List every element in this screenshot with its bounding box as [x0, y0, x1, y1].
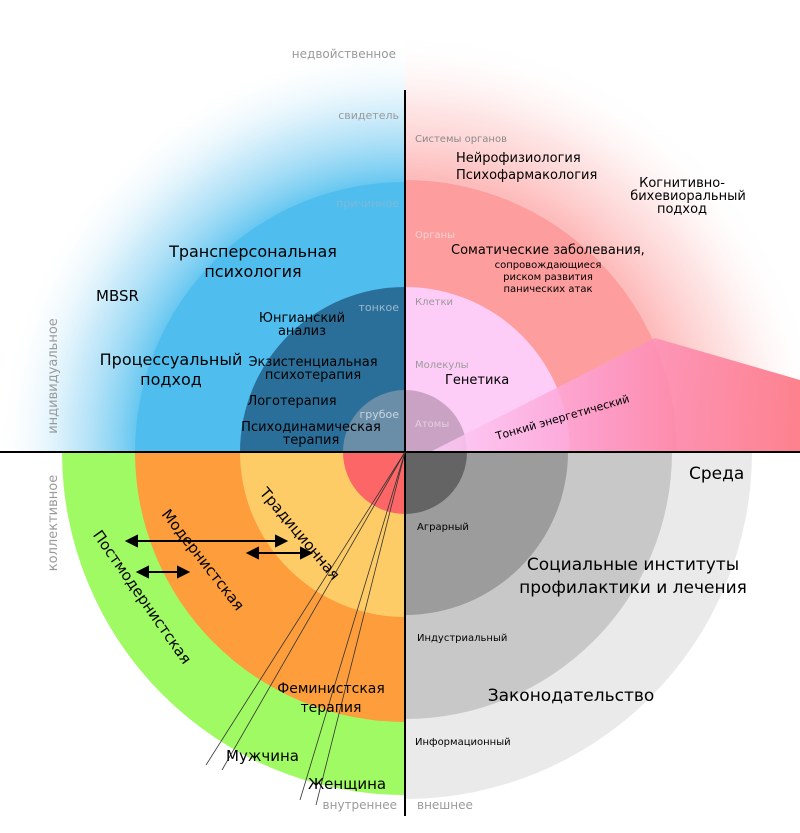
man-line-2 [221, 451, 406, 771]
level-organs: Органы [415, 230, 455, 241]
man-label: Мужчина [226, 747, 299, 765]
modernist-arrow [124, 534, 289, 548]
social-line-1: Социальные институты [527, 555, 739, 575]
industrial-label: Индустриальный [417, 633, 507, 644]
legislation-label: Законодательство [488, 686, 655, 706]
postmodernist-arrow [135, 565, 191, 579]
level-witness: свидетель [338, 109, 399, 122]
cbt-line-3: подход [657, 202, 707, 217]
jungian-line-1: Юнгианский [259, 311, 345, 326]
subtle-energy-strip [430, 338, 800, 452]
somatic-sub-3: панических атак [503, 284, 592, 295]
transpersonal-line-2: психология [204, 262, 301, 281]
level-molecules: Молекулы [415, 360, 469, 371]
psychodynamic-line-2: терапия [283, 433, 340, 448]
cbt-line-2: бихевиоральный [630, 189, 746, 204]
jungian-line-2: анализ [278, 324, 326, 339]
social-line-2: профилактики и лечения [519, 578, 747, 598]
axis-bottom-left-label: внутреннее [323, 798, 397, 812]
psychopharmacology-label: Психофармакология [456, 168, 597, 183]
woman-line-2 [315, 451, 406, 806]
axis-top-label: недвойственное [292, 47, 396, 61]
process-line-1: Процессуальный [100, 350, 243, 369]
neurophysiology-label: Нейрофизиология [456, 151, 581, 166]
informational-label: Информационный [415, 737, 511, 748]
axis-left-lower-label: коллективное [46, 475, 61, 571]
cbt-line-1: Когнитивно- [639, 176, 725, 191]
existential-line-2: психотерапия [265, 368, 361, 383]
logotherapy-label: Логотерапия [247, 394, 336, 409]
existential-line-1: Экзистенциальная [248, 355, 377, 370]
upper-left-core [343, 390, 405, 452]
level-cells: Клетки [415, 297, 453, 308]
level-organ-systems: Системы органов [415, 134, 507, 145]
lower-right-core [405, 452, 467, 514]
somatic-sub-1: сопровождающиеся [495, 260, 602, 271]
feminist-line-1: Феминистская [277, 681, 385, 697]
level-gross: грубое [359, 408, 399, 421]
upper-right-core [405, 390, 467, 452]
man-line-1 [205, 451, 406, 766]
feminist-line-2: терапия [301, 700, 362, 716]
axis-bottom-right-label: внешнее [417, 798, 473, 812]
agrarian-label: Аграрный [417, 522, 469, 533]
level-atoms: Атомы [415, 419, 449, 430]
psychodynamic-line-1: Психодинамическая [241, 420, 381, 435]
process-line-2: подход [140, 370, 202, 389]
traditional-arrow [245, 546, 314, 560]
environment-label: Среда [689, 464, 744, 484]
transpersonal-line-1: Трансперсональная [168, 242, 337, 261]
woman-line-1 [299, 451, 406, 801]
somatic-sub-2: риском развития [503, 272, 593, 283]
woman-label: Женщина [308, 775, 386, 793]
lower-left-core [343, 452, 405, 514]
axis-left-upper-label: индивидуальное [46, 318, 61, 434]
level-subtle: тонкое [359, 301, 400, 314]
level-causal: причинное [336, 197, 399, 210]
genetics-label: Генетика [445, 373, 509, 388]
somatic-title: Соматические заболевания, [451, 243, 645, 258]
mbsr-label: MBSR [96, 287, 139, 305]
